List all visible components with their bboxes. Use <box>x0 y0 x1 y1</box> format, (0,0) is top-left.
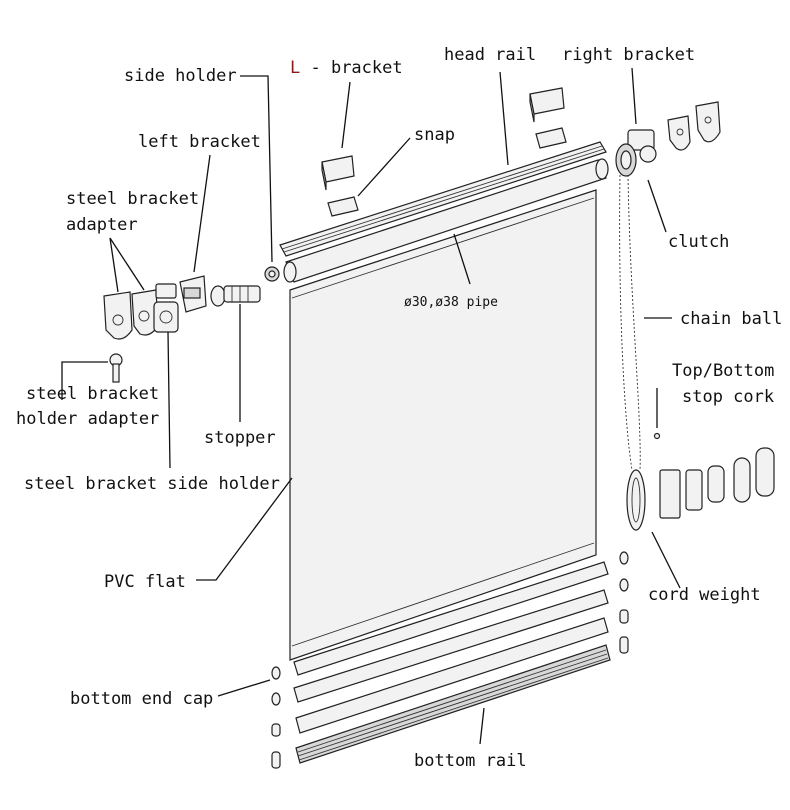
label-steel-bracket-adapter-1: steel bracket <box>66 189 199 209</box>
leader-lines <box>61 67 681 745</box>
label-top-bottom-2: stop cork <box>682 387 774 407</box>
label-chain-ball: chain ball <box>680 309 782 329</box>
pipe <box>283 158 609 283</box>
label-snap: snap <box>414 125 455 145</box>
label-top-bottom-1: Top/Bottom <box>672 361 774 381</box>
steel-bracket-holder-adapter-part <box>109 353 123 383</box>
label-l-bracket-l: L <box>290 58 300 78</box>
bottom-end-cap-parts-left <box>271 666 281 769</box>
right-bracket-parts <box>627 101 721 163</box>
stopper-part <box>210 285 261 307</box>
label-bottom-rail: bottom rail <box>414 751 527 771</box>
label-steel-holder-adapter-1: steel bracket <box>26 384 159 404</box>
left-bracket-part <box>179 275 207 313</box>
label-l-bracket: L - bracket <box>290 58 403 78</box>
label-side-holder: side holder <box>124 66 237 86</box>
label-stopper: stopper <box>204 428 276 448</box>
steel-bracket-adapter-parts <box>103 289 159 340</box>
label-head-rail: head rail <box>444 45 536 65</box>
l-bracket-right <box>529 87 565 123</box>
head-rail <box>279 141 607 257</box>
label-steel-bracket-adapter-2: adapter <box>66 215 138 235</box>
fabric-panel <box>289 189 597 661</box>
label-steel-holder-adapter-2: holder adapter <box>16 409 159 429</box>
label-left-bracket: left bracket <box>138 132 261 152</box>
clutch-part <box>615 143 637 177</box>
stop-cork-parts <box>653 432 775 519</box>
label-l-bracket-rest: - bracket <box>300 58 402 78</box>
l-bracket-left <box>321 155 355 191</box>
label-right-bracket: right bracket <box>562 45 695 65</box>
label-pipe: ø30,ø38 pipe <box>404 295 498 310</box>
labels: side holder L - bracket head rail right … <box>16 45 782 771</box>
bottom-end-cap-parts-right <box>619 551 629 654</box>
label-pvc-flat: PVC flat <box>104 572 186 592</box>
snap-left <box>327 196 359 217</box>
chain-ball-part <box>619 174 646 531</box>
snap-right <box>535 127 567 149</box>
label-bottom-end-cap: bottom end cap <box>70 689 213 709</box>
label-cord-weight: cord weight <box>648 585 761 605</box>
bottom-rail-parts <box>293 561 611 764</box>
side-holder-part <box>264 266 280 282</box>
label-steel-side-holder: steel bracket side holder <box>24 474 280 494</box>
label-clutch: clutch <box>668 232 729 252</box>
steel-bracket-side-holder-part <box>153 283 179 333</box>
